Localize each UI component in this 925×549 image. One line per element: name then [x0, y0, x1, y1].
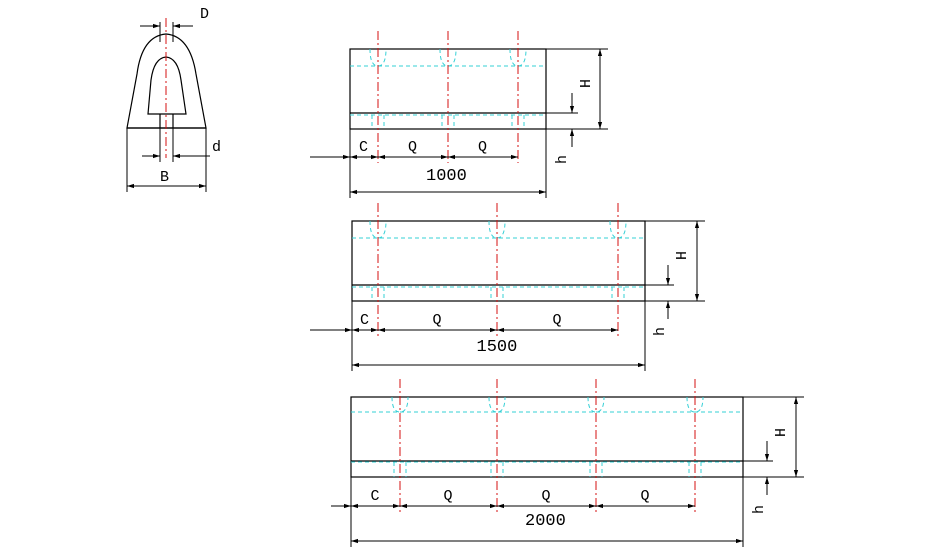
fender-2000-hole-bottom-4 — [688, 462, 702, 477]
fender-1500-hole-bottom-1 — [371, 287, 385, 301]
d-label: d — [212, 139, 221, 156]
fender-2000-q-label-3: Q — [641, 488, 650, 505]
fender-2000-hole-bottom-1 — [393, 462, 407, 477]
fender-2000-hole-top-4 — [686, 396, 704, 413]
fender-1000-c-label: C — [359, 139, 368, 156]
fender-1500-hole-top-3 — [609, 220, 627, 239]
fender-2000-c-label: C — [371, 488, 380, 505]
fender-1500-length-label: 1500 — [477, 338, 518, 357]
profile-outline — [126, 33, 207, 129]
fender-1500-hole-bottom-3 — [611, 287, 625, 301]
fender-1000-H-label: H — [578, 79, 595, 88]
fender-2000-H-label: H — [773, 428, 790, 437]
fender-2000-hole-bottom-3 — [589, 462, 603, 477]
fender-1500-q-label-1: Q — [433, 312, 442, 329]
fender-1000-hole-top-1 — [369, 48, 387, 67]
fender-2000-outline — [350, 396, 744, 478]
D-label: D — [200, 6, 209, 23]
fender-2000-hole-top-2 — [488, 396, 506, 413]
fender-2000-q-label-1: Q — [444, 488, 453, 505]
fender-2000-h-label: h — [751, 505, 768, 514]
fender-1000-hole-bottom-1 — [371, 115, 385, 129]
fender-1000-hole-bottom-2 — [441, 115, 455, 129]
fender-2000-q-label-2: Q — [542, 488, 551, 505]
fender-1000-hole-top-3 — [509, 48, 527, 67]
fender-1000-q-label-1: Q — [408, 139, 417, 156]
fender-1500-hole-top-2 — [488, 220, 506, 239]
fender-2000-hole-bottom-2 — [490, 462, 504, 477]
fender-1500-c-label: C — [360, 312, 369, 329]
fender-1500-hole-bottom-2 — [490, 287, 504, 301]
fender-1500-hole-top-1 — [369, 220, 387, 239]
fender-1500-outline — [351, 220, 646, 302]
fender-1500-H-label: H — [674, 251, 691, 260]
fender-1000-length-label: 1000 — [426, 167, 467, 186]
fender-1000-h-label: h — [554, 155, 571, 164]
fender-2000-length-label: 2000 — [525, 512, 566, 531]
fender-1000-q-label-2: Q — [478, 139, 487, 156]
fender-1500-elevation: C Q Q 1500 Hh — [310, 203, 705, 371]
fender-2000-elevation: C Q Q Q 2000 Hh — [331, 379, 804, 547]
profile-inner-hole — [147, 56, 187, 115]
B-label: B — [160, 169, 169, 186]
fender-1500-h-label: h — [652, 327, 669, 336]
fender-1000-hole-bottom-3 — [511, 115, 525, 129]
fender-1000-elevation: C Q Q 1000 Hh — [310, 31, 608, 198]
fender-1000-hole-top-2 — [439, 48, 457, 67]
fender-1500-q-label-2: Q — [553, 312, 562, 329]
fender-2000-hole-top-1 — [391, 396, 409, 413]
fender-2000-hole-top-3 — [587, 396, 605, 413]
profile-view: D d B — [126, 6, 221, 192]
